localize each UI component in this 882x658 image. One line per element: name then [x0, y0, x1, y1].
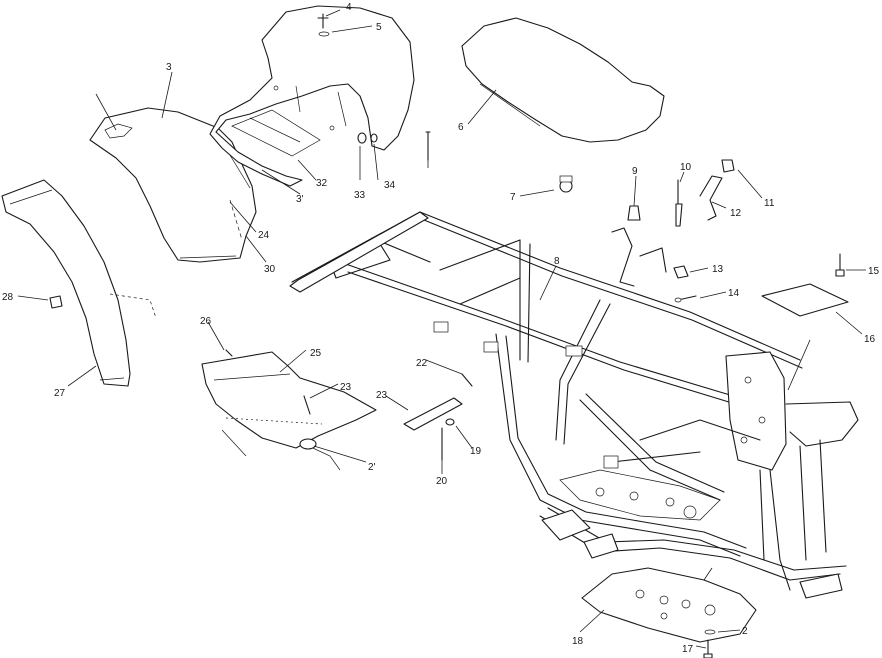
callout-4: 5 [376, 22, 382, 33]
callout-22: 23 [376, 390, 388, 401]
callout-6: 7 [510, 192, 516, 203]
side-panel-part [1, 179, 157, 387]
footwell-part [201, 351, 377, 471]
callout-15: 16 [864, 334, 876, 345]
callout-14: 15 [868, 266, 880, 277]
callout-3: 4 [346, 2, 352, 13]
callout-9: 10 [680, 162, 692, 173]
callout-26: 27 [54, 388, 66, 399]
callout-27: 28 [2, 292, 14, 303]
leader-lines [17, 9, 866, 649]
callout-1: 2 [742, 626, 748, 637]
callout-23-lower: 23 [340, 382, 352, 393]
main-frame-part [289, 211, 859, 599]
callout-13: 14 [728, 288, 740, 299]
seat-part [461, 17, 665, 193]
callout-32: 33 [354, 190, 366, 201]
callout-5: 6 [458, 122, 464, 133]
callout-2-prime: 22 [416, 358, 428, 369]
callout-28: 30 [264, 264, 276, 275]
callout-19: 20 [436, 476, 448, 487]
callout-33: 34 [384, 180, 396, 191]
callout-8: 9 [632, 166, 638, 177]
hardware-parts [49, 13, 845, 658]
callout-20: 2' [368, 462, 376, 473]
callout-3-prime: 32 [316, 178, 328, 189]
skid-plate-part [581, 567, 757, 643]
callout-16: 17 [682, 644, 694, 655]
callout-24: 25 [310, 348, 322, 359]
front-plate-part [761, 283, 849, 317]
callout-2: 3 [166, 62, 172, 73]
callout-10: 11 [764, 198, 775, 209]
callout-23-upper: 24 [258, 230, 270, 241]
callout-11: 12 [730, 208, 742, 219]
callout-30: 3' [296, 194, 304, 205]
rear-fender-part [89, 5, 415, 263]
callout-17: 18 [572, 636, 584, 647]
callout-18: 19 [470, 446, 482, 457]
callout-7: 8 [554, 256, 560, 267]
callout-25: 26 [200, 316, 212, 327]
callout-12: 13 [712, 264, 724, 275]
